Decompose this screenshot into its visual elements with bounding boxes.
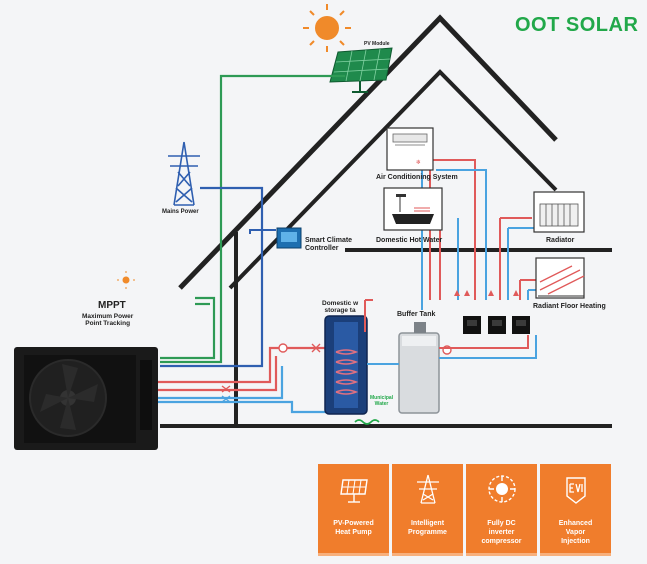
buffer-supply xyxy=(439,335,529,349)
municipal-water-inlet xyxy=(354,419,380,425)
radiant-floor-label: Radiant Floor Heating xyxy=(533,303,606,310)
dhw-hot-pipe xyxy=(364,299,373,332)
flow-arrows xyxy=(454,290,519,296)
air-conditioning-label: Air Conditioning System xyxy=(376,174,458,181)
power-tower-icon xyxy=(168,141,200,206)
feature-label-pv: PV-Powered Heat Pump xyxy=(333,520,374,536)
ac-hot-loop xyxy=(430,159,476,300)
radiator-flow xyxy=(499,217,532,300)
inner-roof-outline xyxy=(228,69,558,290)
municipal-water-label: Municipal Water xyxy=(370,395,394,407)
card-accent xyxy=(392,553,463,556)
radiator-label: Radiator xyxy=(546,237,575,244)
smart-climate-controller xyxy=(276,227,302,249)
buffer-return xyxy=(439,335,537,359)
mppt-wire xyxy=(160,296,216,360)
hp-return-pipe-2 xyxy=(158,400,326,414)
domestic-storage-label: Domestic w storage ta xyxy=(322,300,359,315)
feature-card-pv: PV-Powered Heat Pump xyxy=(318,464,389,556)
roof-outline xyxy=(178,14,558,290)
feature-label-compressor: Fully DC inverter compressor xyxy=(481,520,522,545)
evi-badge-icon xyxy=(566,477,586,504)
domestic-hot-water-label: Domestic Hot Water xyxy=(376,237,443,244)
card-accent xyxy=(466,553,537,556)
feature-card-compressor: Fully DC inverter compressor xyxy=(466,464,537,556)
compressor-icon xyxy=(488,475,516,503)
mppt-sun-icon xyxy=(117,271,135,289)
power-tower-icon xyxy=(417,474,439,504)
mppt-subtitle: Maximum Power Point Tracking xyxy=(82,313,134,328)
feature-card-evi: Enhanced Vapor Injection xyxy=(540,464,611,556)
mains-wire xyxy=(160,186,264,368)
buffer-tank-label: Buffer Tank xyxy=(397,311,436,318)
bathtub-icon xyxy=(383,187,443,231)
svg-text:❄: ❄ xyxy=(416,159,421,166)
card-accent xyxy=(318,553,389,556)
mppt-title: MPPT xyxy=(98,300,126,311)
pv-module-icon xyxy=(329,47,393,93)
air-conditioner-icon: ❄ xyxy=(386,127,434,171)
hp-flow-pipe xyxy=(158,346,330,384)
smart-climate-label: Smart Climate Controller xyxy=(305,237,353,253)
card-accent xyxy=(540,553,611,556)
feature-label-programme: Intelligent Programme xyxy=(408,520,447,536)
hp-return-pipe xyxy=(158,366,284,400)
feature-label-evi: Enhanced Vapor Injection xyxy=(558,520,593,545)
sun-icon xyxy=(303,4,351,52)
brand-logo-text: OOT SOLAR xyxy=(515,14,639,36)
feature-card-programme: Intelligent Programme xyxy=(392,464,463,556)
floor-heating-icon xyxy=(535,257,585,299)
domestic-storage-tank xyxy=(324,315,368,415)
controller-wire xyxy=(249,229,276,234)
heat-pump-unit xyxy=(14,347,158,450)
ac-cold-loop xyxy=(436,169,487,300)
buffer-tank xyxy=(398,322,440,414)
radiator-icon xyxy=(533,191,585,233)
hp-flow-pipe-2 xyxy=(158,356,278,392)
pump-controllers xyxy=(463,316,530,334)
pv-module-label: PV Module xyxy=(364,41,390,47)
mains-power-label: Mains Power xyxy=(162,209,199,215)
pv-wire xyxy=(160,74,345,364)
solar-panel-icon xyxy=(340,479,368,503)
